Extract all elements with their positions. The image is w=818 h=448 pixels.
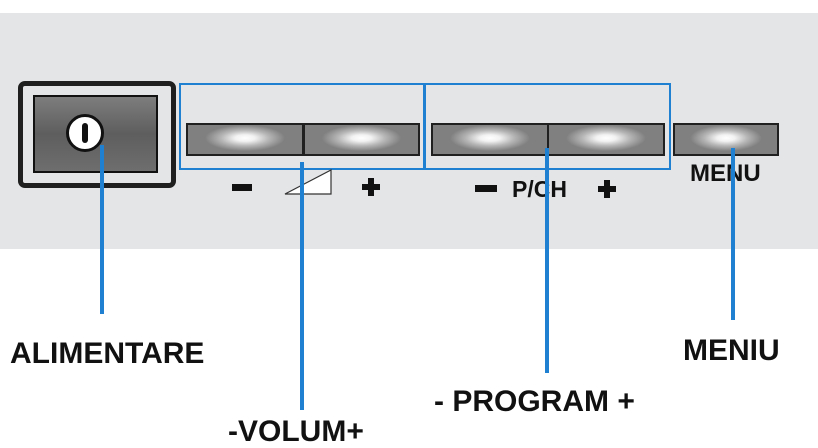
menu-label: MENU (690, 160, 761, 187)
program-up-button[interactable] (547, 123, 665, 156)
menu-connector-line (731, 148, 735, 320)
volume-callout-label: -VOLUM+ (228, 415, 364, 448)
program-down-button[interactable] (431, 123, 549, 156)
power-icon (66, 114, 104, 152)
volume-minus-icon (232, 184, 252, 191)
power-connector-line (100, 145, 104, 314)
volume-connector-line (300, 162, 304, 410)
menu-callout-label: MENIU (683, 334, 780, 367)
volume-ramp-icon (284, 169, 332, 195)
program-callout-label: - PROGRAM + (434, 385, 635, 418)
program-minus-icon (475, 185, 497, 192)
program-connector-line (545, 148, 549, 373)
program-label: P/CH (512, 176, 567, 202)
volume-up-button[interactable] (303, 123, 420, 156)
power-callout-label: ALIMENTARE (10, 337, 205, 370)
volume-down-button[interactable] (186, 123, 304, 156)
menu-button[interactable] (673, 123, 779, 156)
volume-plus-icon (362, 178, 380, 196)
program-plus-icon (598, 180, 616, 198)
